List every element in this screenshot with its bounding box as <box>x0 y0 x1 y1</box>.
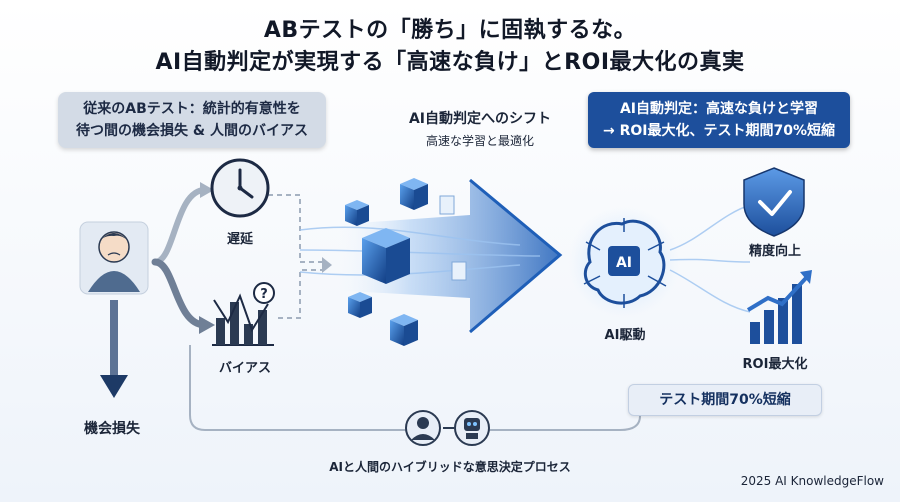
opportunity-loss-label: 機会損失 <box>84 421 140 437</box>
ai-driven-label: AI駆動 <box>604 328 646 343</box>
ai-box-line-1: AI自動判定：高速な負けと学習 <box>619 101 819 117</box>
test-period-badge: テスト期間70%短縮 <box>628 384 822 416</box>
bias-label: バイアス <box>218 361 271 376</box>
hybrid-process-label: AIと人間のハイブリッドな意思決定プロセス <box>329 460 571 474</box>
growth-chart-icon <box>746 270 812 344</box>
worried-person-icon <box>79 221 149 295</box>
brain-chip-label: AI <box>616 255 632 271</box>
bias-chart-icon: ? <box>212 282 275 346</box>
output-streams <box>669 204 751 313</box>
arrow-flow-icon <box>299 178 563 334</box>
traditional-box-line-2: 待つ間の機会損失 & 人間のバイアス <box>76 123 308 139</box>
human-icon <box>405 410 441 446</box>
accuracy-label: 精度向上 <box>748 244 801 259</box>
ai-judgement-box: AI自動判定：高速な負けと学習 → ROI最大化、テスト期間70%短縮 <box>588 92 850 148</box>
traditional-ab-test-box: 従来のABテスト：統計的有意性を 待つ間の機会損失 & 人間のバイアス <box>58 92 326 148</box>
ai-brain-icon <box>568 206 680 318</box>
delay-label: 遅延 <box>226 232 253 247</box>
left-connectors <box>151 182 332 334</box>
footer-credit: 2025 AI KnowledgeFlow <box>740 474 884 488</box>
svg-text:?: ? <box>260 287 268 302</box>
title-line-1: ABテストの「勝ち」に固執するな。 <box>263 18 637 43</box>
ai-box-line-2: → ROI最大化、テスト期間70%短縮 <box>602 123 835 139</box>
shift-heading: AI自動判定へのシフト <box>408 111 552 127</box>
shift-subheading: 高速な学習と最適化 <box>425 134 534 148</box>
shield-check-icon <box>743 167 805 237</box>
title-line-2: AI自動判定が実現する「高速な負け」とROI最大化の真実 <box>155 50 745 75</box>
traditional-box-line-1: 従来のABテスト：統計的有意性を <box>83 101 301 117</box>
robot-icon <box>454 410 490 446</box>
opportunity-loss-arrow <box>100 300 128 398</box>
data-cube-icon <box>345 178 467 346</box>
feedback-loop <box>189 345 641 431</box>
clock-icon <box>210 158 270 218</box>
roi-label: ROI最大化 <box>742 357 808 372</box>
